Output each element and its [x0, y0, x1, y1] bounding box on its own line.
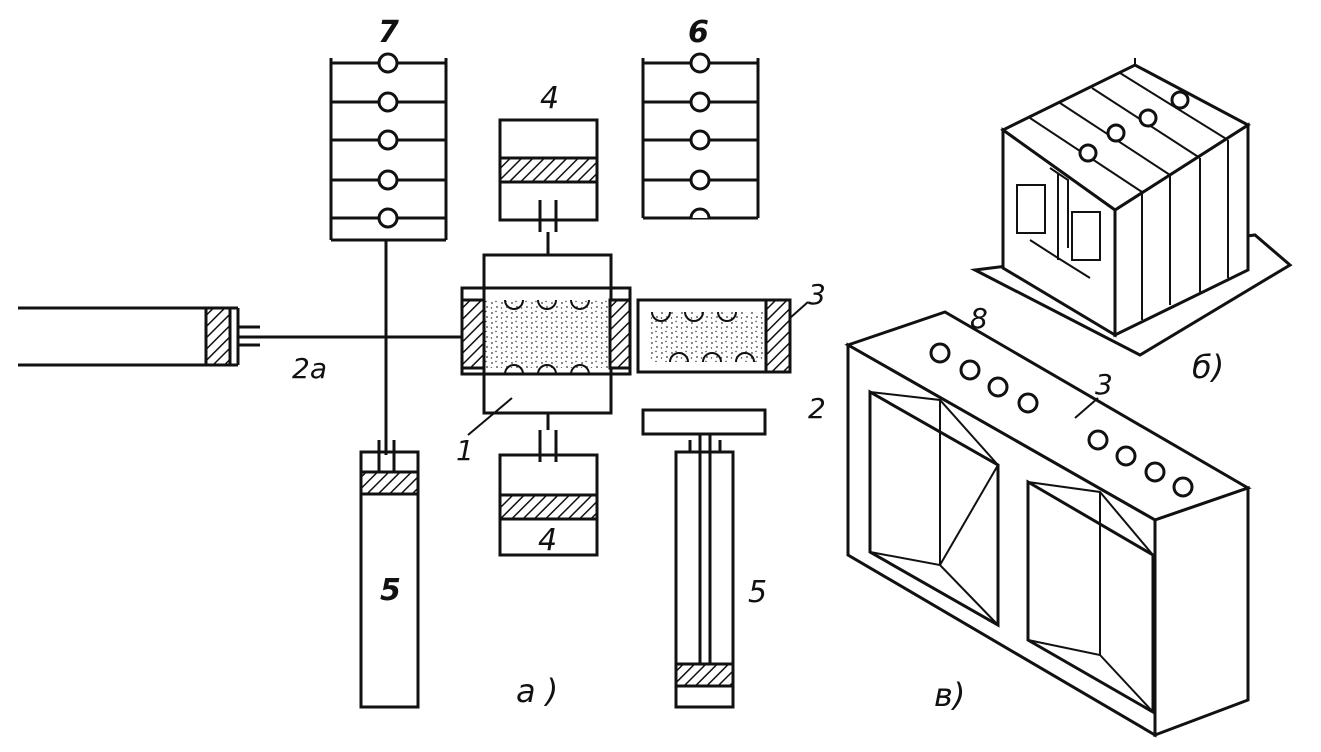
- press-bottom-label: 4: [538, 523, 557, 558]
- press-bottom: [498, 413, 599, 557]
- cylinder-left-label: 5: [380, 573, 401, 608]
- press-top-label: 4: [540, 81, 559, 116]
- cylinder-right-label: 5: [748, 575, 767, 610]
- cylinder-right: [641, 408, 767, 709]
- flask-pointer-label: 1: [456, 434, 474, 467]
- side-ram-cylinder: [18, 306, 260, 367]
- cast-block: [844, 310, 1252, 738]
- core-box-pointer-label: 3: [808, 278, 826, 311]
- block-top-pointer-line: [1074, 397, 1099, 419]
- flask-center: [460, 253, 632, 415]
- core-box-pointer-line: [789, 301, 809, 319]
- figure-b-caption: б): [1192, 348, 1224, 386]
- block-top-label: 3: [1095, 368, 1113, 401]
- side-ram-label: 2a: [292, 352, 327, 385]
- figure-a-caption: a ): [516, 672, 558, 710]
- mold-stack: [970, 58, 1293, 357]
- block-side-label: 2: [808, 392, 826, 425]
- block-hole-label: 8: [970, 302, 988, 335]
- figure-v-caption: в): [934, 676, 965, 714]
- press-top: [498, 118, 599, 255]
- rack-left: [329, 52, 448, 242]
- cylinder-left: [359, 440, 420, 709]
- core-box: [636, 298, 792, 374]
- rack-right: [641, 52, 760, 220]
- flask-pointer-line: [467, 397, 513, 436]
- rack-left-label: 7: [378, 15, 399, 50]
- rack-right-label: 6: [688, 15, 709, 50]
